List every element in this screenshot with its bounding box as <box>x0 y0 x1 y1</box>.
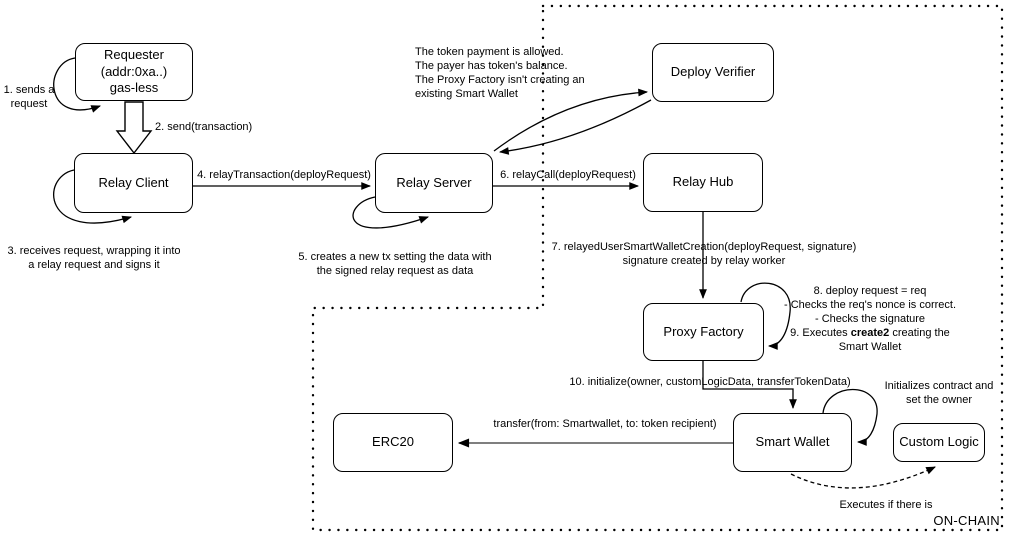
arrow-step1-self-loop <box>53 57 101 113</box>
label-step7: 7. relayedUserSmartWalletCreation(deploy… <box>551 241 857 268</box>
node-proxy-factory: Proxy Factory <box>643 303 764 361</box>
label-step9-bold: create2 <box>850 327 890 340</box>
label-onchain: ON-CHAIN <box>933 513 1000 528</box>
label-verifier-note: The token payment is allowed. The payer … <box>415 46 585 101</box>
arrow-step8-self-loop <box>740 282 791 350</box>
label-step10: 10. initialize(owner, customLogicData, t… <box>569 376 851 388</box>
label-executes-note: Executes if there is <box>839 499 933 511</box>
node-erc20: ERC20 <box>333 413 453 472</box>
label-step9-post: creating the Smart Wallet <box>838 327 950 354</box>
arrow-step2-block <box>115 101 153 155</box>
arrow-step3-self-loop <box>53 169 132 224</box>
label-step9-pre: 9. Executes <box>790 327 851 340</box>
label-step4: 4. relayTransaction(deployRequest) <box>197 169 371 181</box>
node-custom-logic: Custom Logic <box>893 423 985 462</box>
label-init-note: Initializes contract and set the owner <box>884 380 994 407</box>
label-step3: 3. receives request, wrapping it into a … <box>7 245 181 272</box>
node-requester: Requester (addr:0xa..) gas-less <box>75 43 193 101</box>
label-transfer: transfer(from: Smartwallet, to: token re… <box>493 418 717 430</box>
label-step2: 2. send(transaction) <box>155 121 253 133</box>
arrow-step5-self-loop <box>352 196 429 229</box>
node-relay-client: Relay Client <box>74 153 193 213</box>
label-step8-text: 8. deploy request = req - Checks the req… <box>783 285 957 326</box>
arrow-step10 <box>702 361 797 410</box>
arrow-init-self-loop <box>822 389 878 446</box>
label-step1: 1. sends a request <box>3 84 55 111</box>
label-step8-9: 8. deploy request = req - Checks the req… <box>762 284 978 354</box>
label-step6: 6. relayCall(deployRequest) <box>500 169 636 181</box>
node-relay-server: Relay Server <box>375 153 493 213</box>
node-relay-hub: Relay Hub <box>643 153 763 212</box>
arrow-to-deploy-verifier <box>493 88 649 152</box>
arrow-from-deploy-verifier <box>498 99 652 155</box>
label-step5: 5. creates a new tx setting the data wit… <box>298 251 492 278</box>
arrow-executes-dashed <box>790 466 936 489</box>
node-smart-wallet: Smart Wallet <box>733 413 852 472</box>
node-deploy-verifier: Deploy Verifier <box>652 43 774 102</box>
